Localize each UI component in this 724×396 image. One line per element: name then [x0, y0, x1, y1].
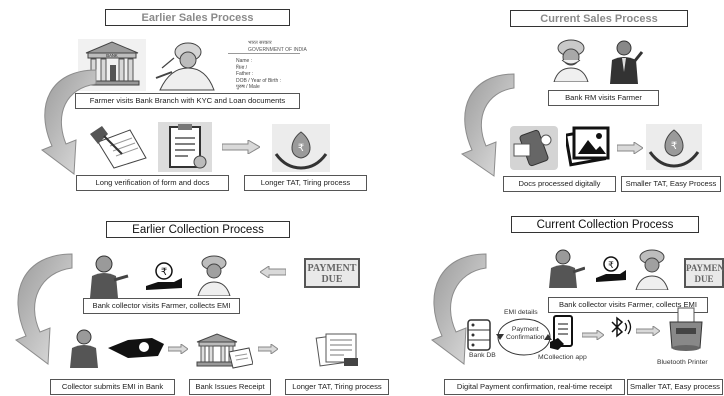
- printer-icon: [669, 307, 703, 351]
- bluetooth-icon: [611, 316, 632, 338]
- current-sales-caption-docs: Docs processed digitally: [503, 176, 616, 192]
- invoice-icon: [315, 333, 358, 367]
- svg-text:₹: ₹: [608, 261, 614, 271]
- document-sign-icon: [90, 126, 147, 169]
- right-arrow-icon: [582, 330, 604, 340]
- right-arrow-icon: [222, 140, 260, 154]
- officer-icon: [610, 40, 644, 84]
- emi-details-label: EMI details: [504, 309, 538, 316]
- current-sales-title: Current Sales Process: [510, 10, 688, 27]
- rupee-hand-icon: ₹: [146, 262, 182, 290]
- curved-arrow-icon: [14, 253, 73, 365]
- current-sales-caption-tat: Smaller TAT, Easy Process: [621, 176, 721, 192]
- officer-icon: [90, 255, 129, 298]
- svg-text:₹: ₹: [298, 143, 304, 154]
- earlier-sales-title: Earlier Sales Process: [105, 9, 290, 26]
- bank-db-label: Bank DB: [469, 352, 496, 359]
- money-bag-hands-icon: ₹: [272, 124, 330, 172]
- gallery-icon: [566, 126, 610, 167]
- current-sales-caption-visit: Bank RM visits Farmer: [548, 90, 659, 106]
- curved-arrow-icon: [40, 69, 97, 175]
- earlier-collection-title: Earlier Collection Process: [106, 221, 290, 238]
- smartphone-icon: [550, 315, 573, 350]
- current-collection-caption-tat: Smaller TAT, Easy process: [627, 379, 723, 395]
- right-arrow-icon: [636, 326, 660, 336]
- officer-icon: [70, 329, 98, 368]
- earlier-collection-caption-tat: Longer TAT, Tiring process: [285, 379, 389, 395]
- svg-text:₹: ₹: [161, 267, 167, 278]
- farmer-icon: [155, 42, 215, 91]
- right-arrow-icon: [168, 344, 188, 354]
- payment-due-stamp: PAYMENT DUE: [684, 258, 724, 288]
- bank-sign: BANK: [106, 53, 118, 58]
- officer-icon: [549, 249, 585, 288]
- payment-due-line1: PAYMENT: [686, 263, 724, 273]
- payment-due-line2: DUE: [321, 274, 343, 285]
- current-collection-caption-digital: Digital Payment confirmation, real-time …: [444, 379, 625, 395]
- earlier-sales-caption-visit: Farmer visits Bank Branch with KYC and L…: [75, 93, 300, 109]
- right-arrow-icon: [617, 142, 643, 154]
- id-card-header: भारत सरकार GOVERNMENT OF INDIA: [248, 40, 307, 53]
- curved-arrow-icon: [430, 253, 487, 365]
- curved-arrow-icon: [460, 73, 515, 177]
- id-card-icon: भारत सरकार GOVERNMENT OF INDIA Name : पि…: [228, 39, 307, 91]
- clipboard-icon: [158, 122, 212, 172]
- right-arrow-icon: [258, 344, 278, 354]
- earlier-sales-caption-verify: Long verification of form and docs: [76, 175, 229, 191]
- svg-text:₹: ₹: [671, 141, 677, 152]
- money-bag-hands-icon: ₹: [646, 124, 702, 170]
- mobile-docs-icon: [510, 126, 558, 170]
- payment-due-line2: DUE: [694, 274, 714, 284]
- mcollection-app-label: MCollection app: [538, 354, 587, 361]
- farmer-icon: [553, 39, 589, 82]
- id-card-lines: Name : पिता / Father : DOB / Year of Bir…: [236, 58, 282, 90]
- earlier-collection-caption-receipt: Bank Issues Receipt: [189, 379, 271, 395]
- current-collection-caption-visit: Bank collector visits Farmer, collects E…: [548, 297, 708, 313]
- bluetooth-printer-label: Bluetooth Printer: [657, 359, 708, 366]
- exchange-loop-icon: [496, 318, 552, 356]
- rupee-hand-icon: ₹: [596, 256, 626, 282]
- farmer-icon: [197, 255, 231, 296]
- earlier-collection-caption-submit: Collector submits EMI in Bank: [50, 379, 175, 395]
- farmer-icon: [635, 249, 669, 290]
- payment-confirmation-label: Payment Confirmation: [506, 326, 545, 341]
- current-collection-title: Current Collection Process: [511, 216, 699, 233]
- right-arrow-icon: [260, 266, 286, 278]
- payment-due-stamp: PAYMENT DUE: [304, 258, 360, 288]
- receipt-bank-icon: [196, 333, 253, 369]
- payment-due-line1: PAYMENT: [307, 263, 357, 274]
- cash-handover-icon: [108, 338, 164, 358]
- earlier-collection-caption-visit: Bank collector visits Farmer, collects E…: [83, 298, 240, 314]
- database-icon: [467, 319, 491, 351]
- earlier-sales-caption-tat: Longer TAT, Tiring process: [244, 175, 367, 191]
